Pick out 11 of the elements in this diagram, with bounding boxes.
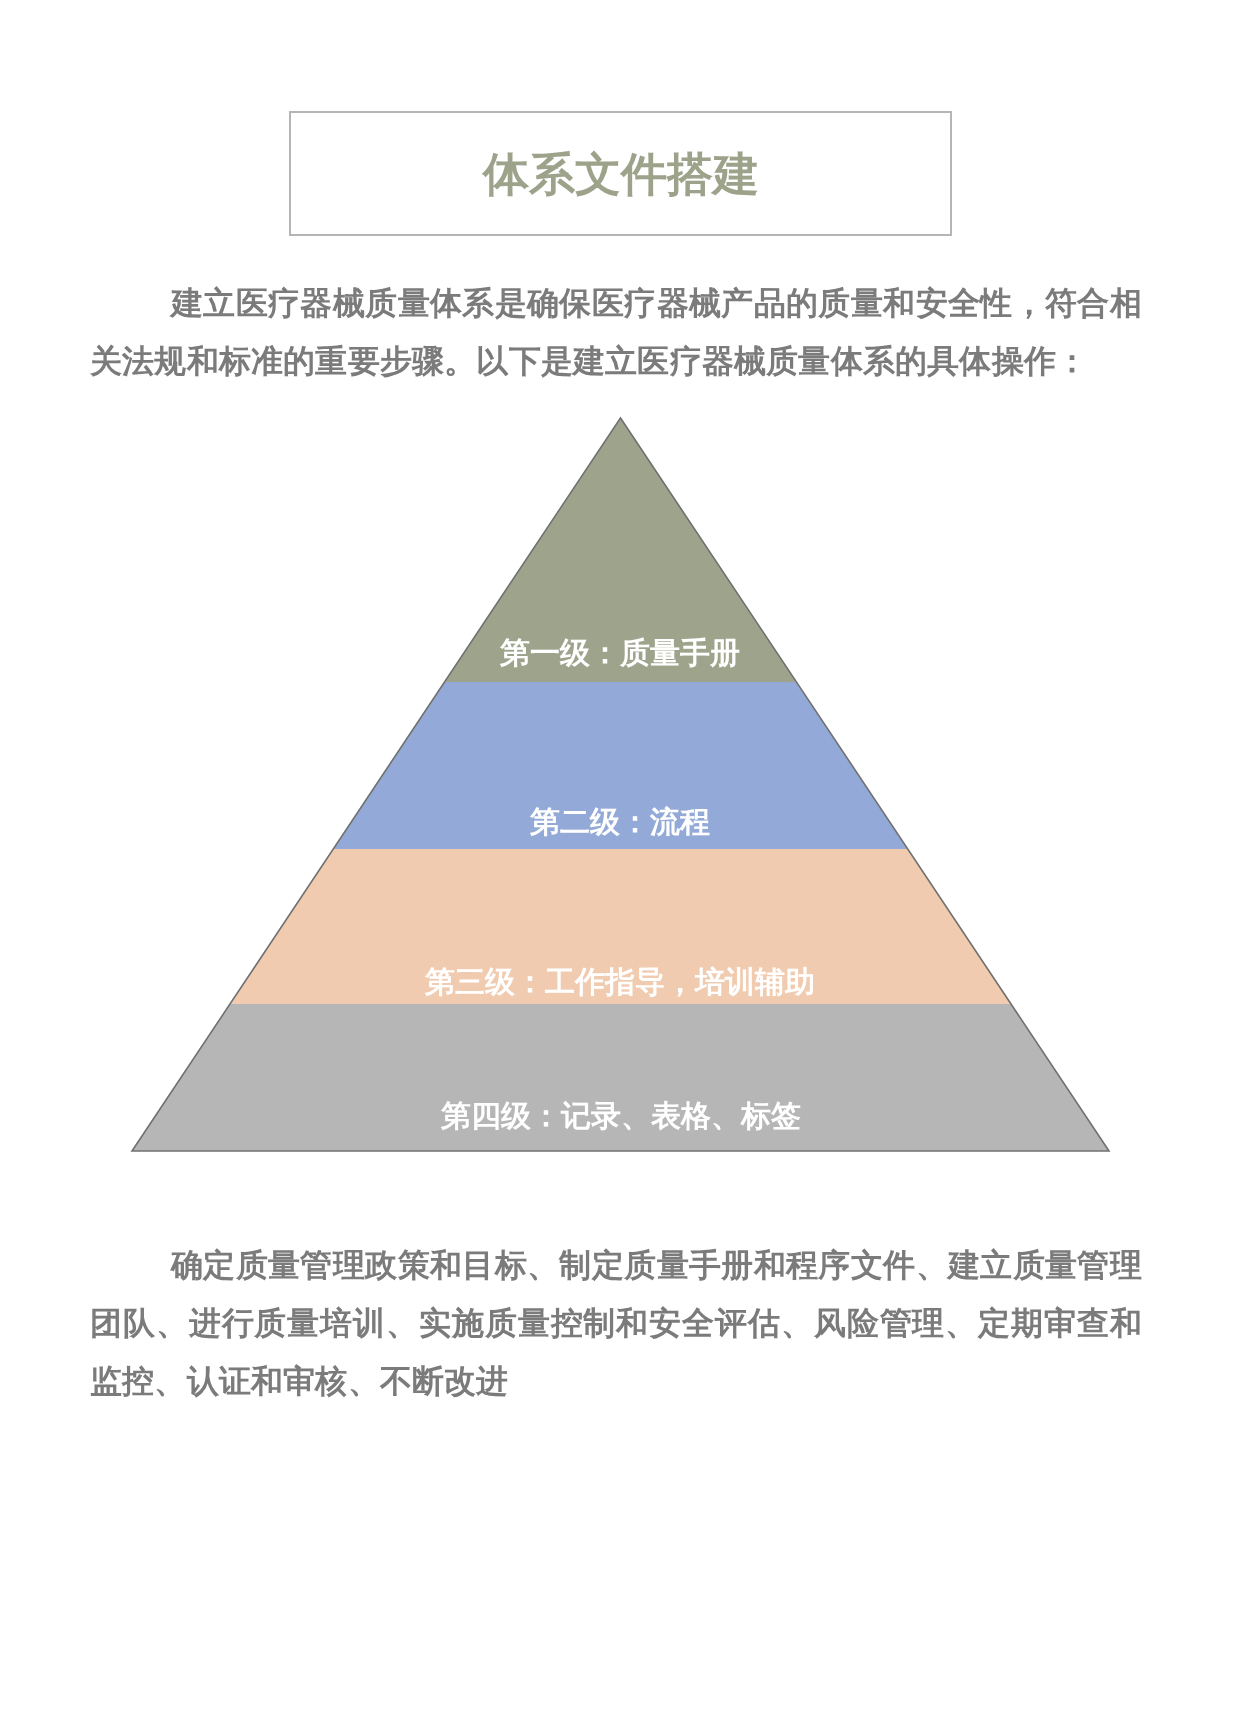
tier-label: 第二级：流程 bbox=[530, 804, 711, 840]
pyramid-tier bbox=[229, 849, 1011, 1004]
tier-label: 第四级：记录、表格、标签 bbox=[440, 1098, 801, 1134]
pyramid-tier bbox=[132, 1004, 1109, 1151]
pyramid-tier bbox=[333, 682, 908, 849]
tier-label: 第一级：质量手册 bbox=[500, 635, 741, 671]
body-paragraph: 确定质量管理政策和目标、制定质量手册和程序文件、建立质量管理团队、进行质量培训、实施质量控制和安全评估、风险管理、定期审查和监控、认证和审核、不断改进 bbox=[90, 1246, 1142, 1401]
pyramid-tier bbox=[444, 418, 797, 682]
page-title: 体系文件搭建 bbox=[483, 148, 759, 202]
tier-label: 第三级：工作指导，培训辅助 bbox=[425, 964, 816, 1000]
intro-paragraph: 建立医疗器械质量体系是确保医疗器械产品的质量和安全性，符合相关法规和标准的重要步骤。以下是建立医疗器械质量体系的具体操作： bbox=[90, 284, 1142, 381]
